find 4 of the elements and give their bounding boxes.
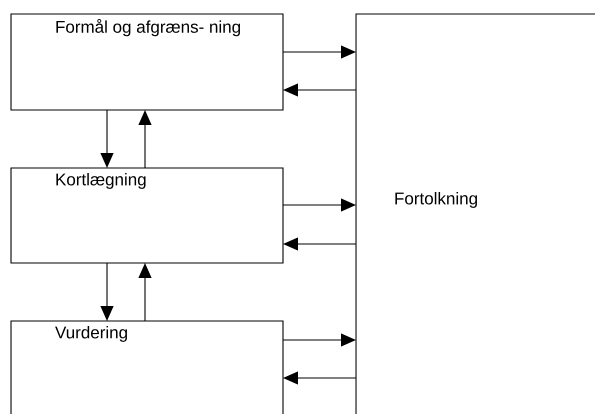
process-box: Vurdering [10,320,284,414]
process-box: Kortlægning [10,167,284,264]
process-box: Formål og afgræns- ning [10,13,284,111]
process-box: Fortolkning [355,13,595,414]
